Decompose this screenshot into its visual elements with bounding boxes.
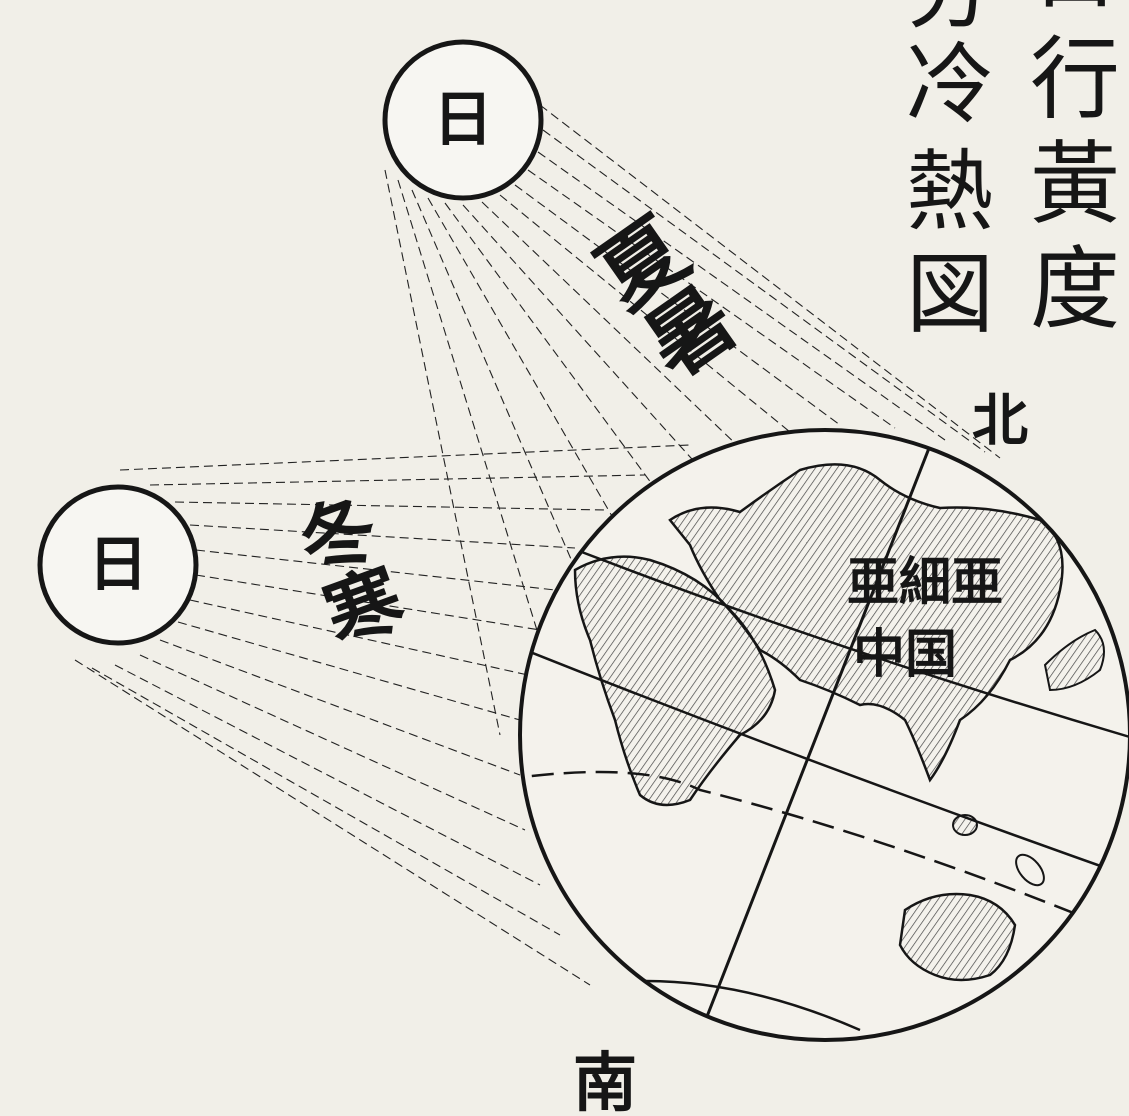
title-char: 行 bbox=[1030, 27, 1120, 132]
summer-sun: 日 bbox=[382, 39, 544, 201]
title-column-right: 日 行 黃 度 bbox=[1030, 0, 1120, 342]
continent-australia bbox=[898, 892, 1017, 982]
region-label-china: 中国 bbox=[853, 624, 957, 685]
title-char: 黃 bbox=[1030, 132, 1120, 237]
summer-rays-label: 夏暑 bbox=[571, 202, 748, 396]
winter-rays bbox=[74, 444, 691, 986]
title-char: 熱 bbox=[906, 140, 994, 243]
title-char: 冷 bbox=[906, 33, 994, 136]
title-char: 度 bbox=[1030, 237, 1120, 342]
globe bbox=[518, 428, 1129, 1042]
summer-rays bbox=[384, 104, 1001, 736]
island-east bbox=[1043, 628, 1105, 692]
south-label: 南 bbox=[573, 1046, 637, 1116]
region-label-asia: 亜細亜 bbox=[847, 552, 1003, 613]
title-char: 日 bbox=[1030, 0, 1120, 22]
continent-asia bbox=[668, 463, 1064, 783]
north-label: 北 bbox=[972, 388, 1028, 454]
winter-sun: 日 bbox=[37, 484, 199, 646]
title-char: 分 bbox=[906, 0, 994, 41]
summer-sun-label: 日 bbox=[433, 85, 493, 155]
title-char: 図 bbox=[906, 243, 994, 346]
title-column-left: 分 冷 熱 図 bbox=[906, 0, 994, 346]
winter-sun-label: 日 bbox=[88, 530, 148, 600]
